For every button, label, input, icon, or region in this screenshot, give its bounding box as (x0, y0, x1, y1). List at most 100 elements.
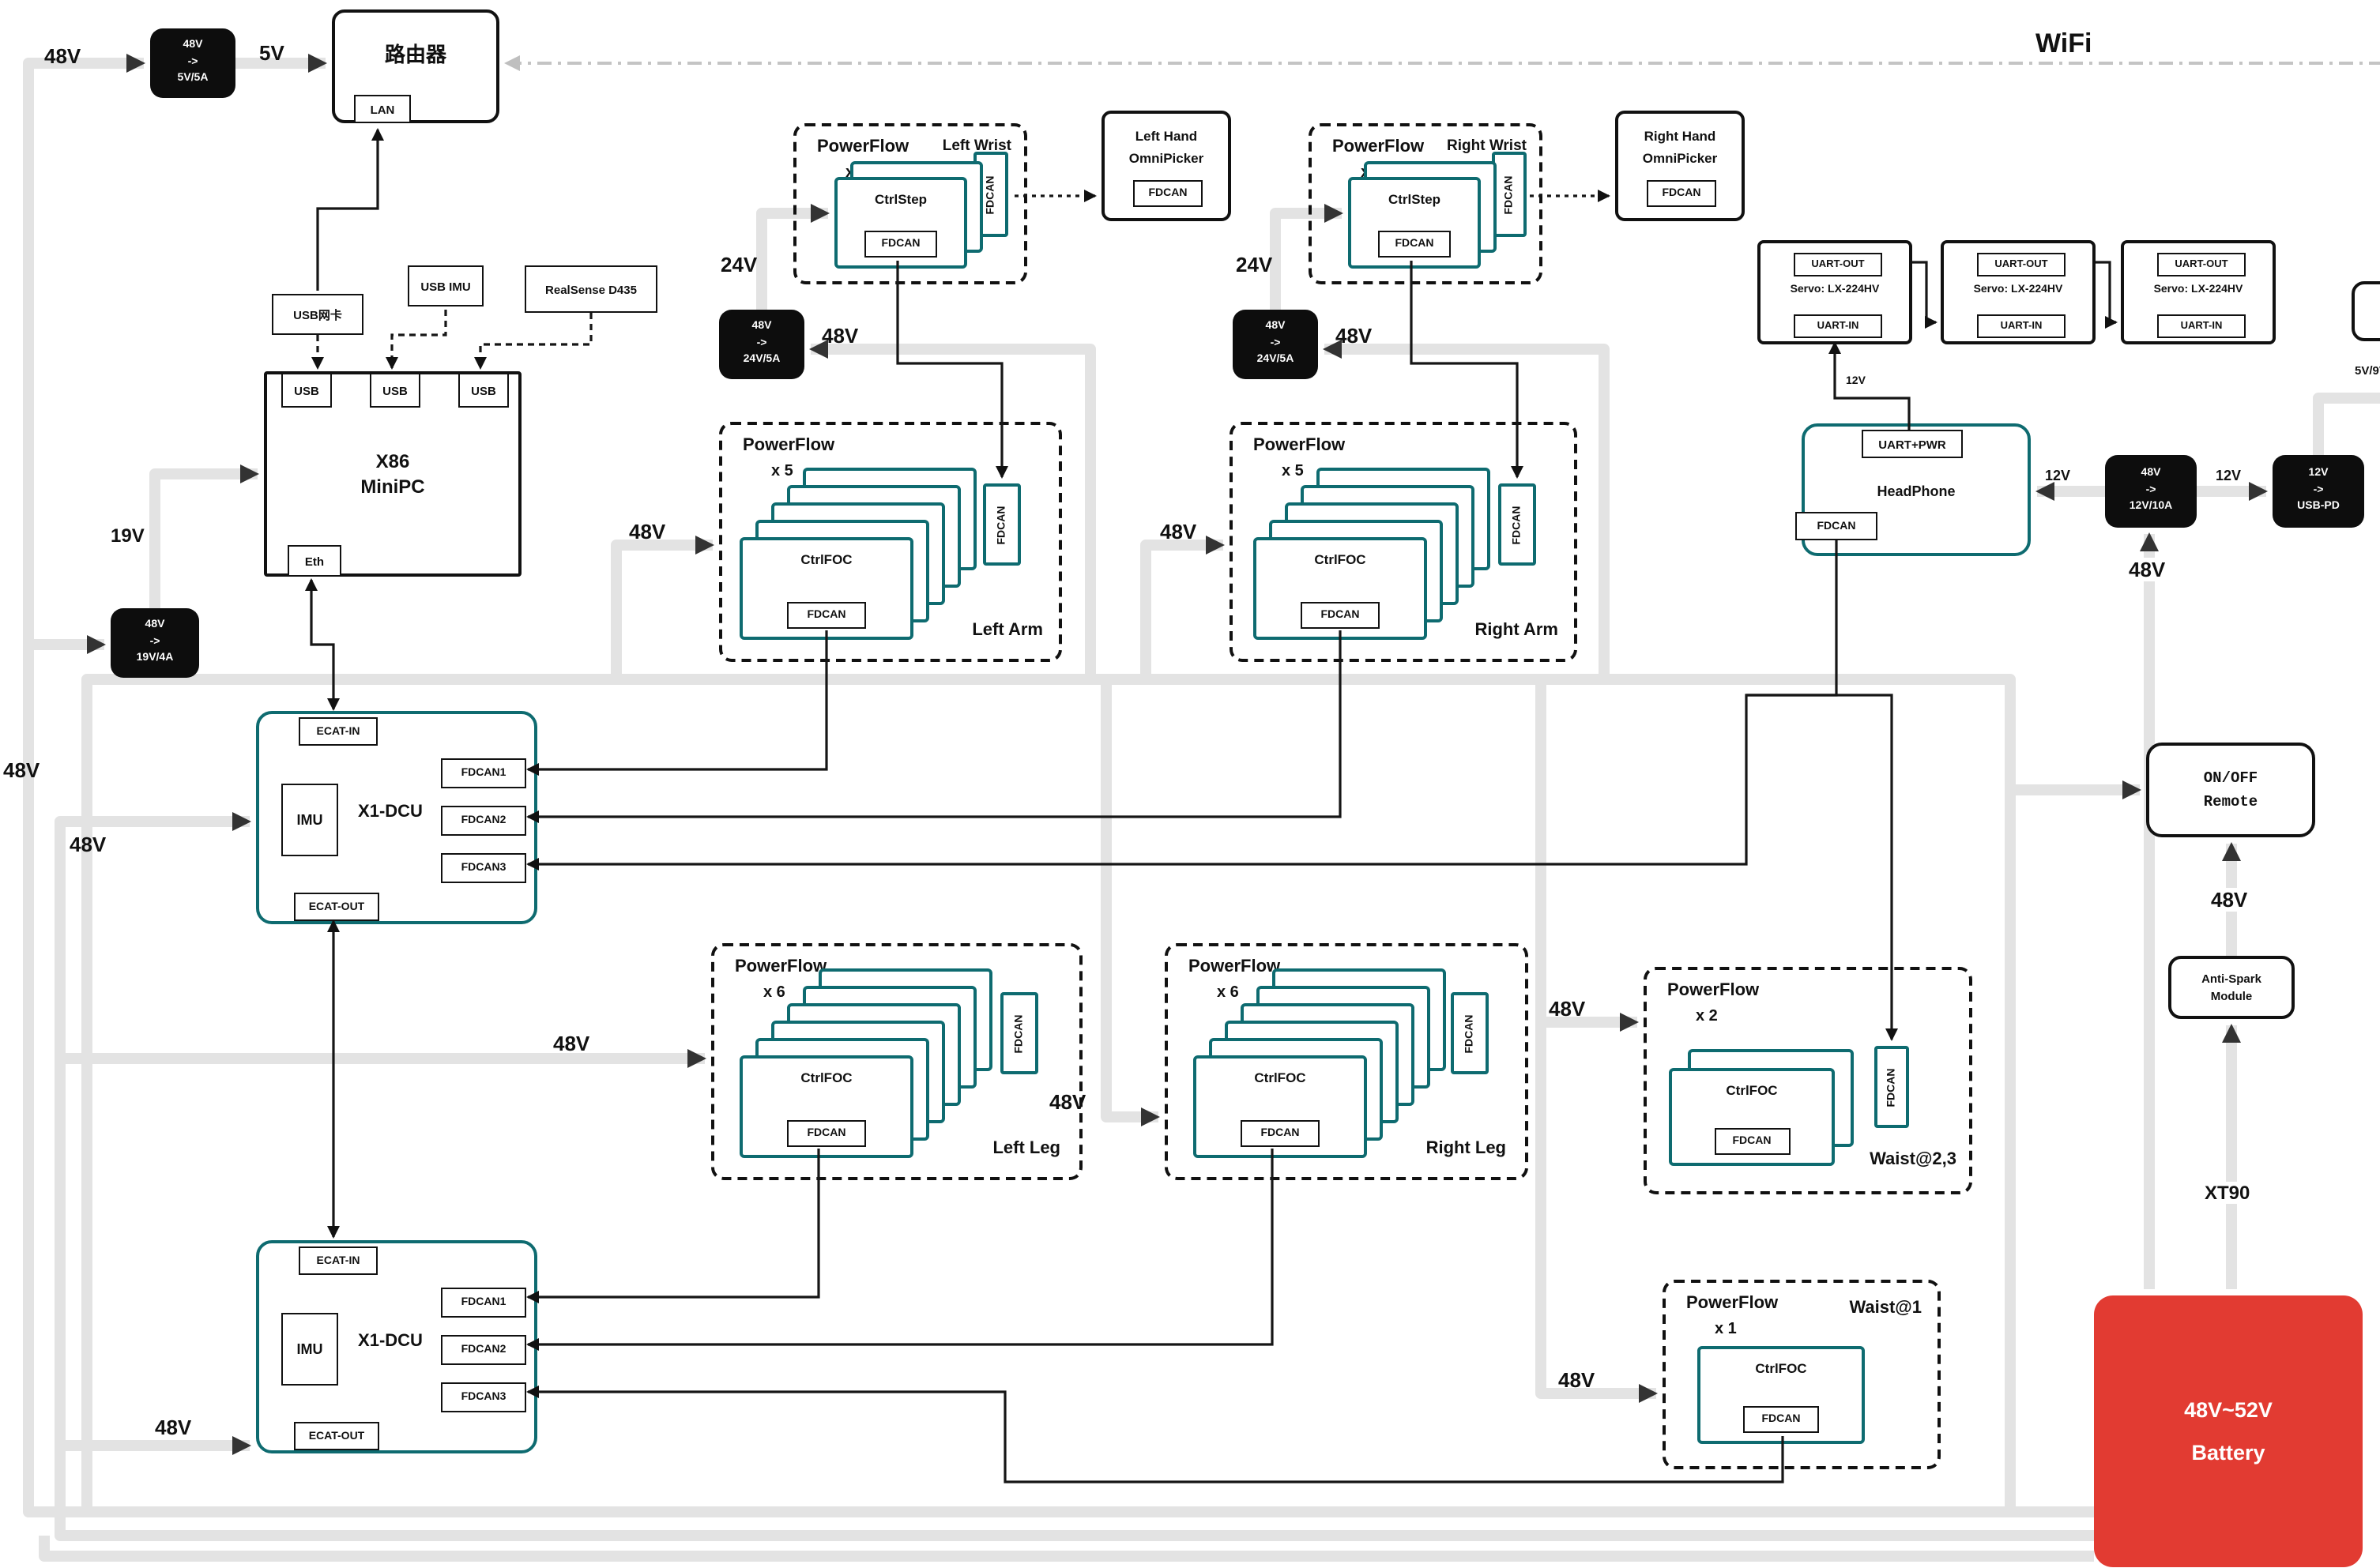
battery-voltage: 48V~52V (2184, 1398, 2273, 1422)
headphone-box: UART+PWR HeadPhone FDCAN (1795, 423, 2031, 556)
uart-out-port: UART-OUT (2157, 253, 2246, 276)
powerflow-count: x 6 (1217, 984, 1239, 1002)
ctrlfoc-card: CtrlFOC FDCAN (1253, 537, 1427, 640)
powerflow-location: Waist@2,3 (1870, 1150, 1956, 1169)
converter-line: 48V (183, 39, 203, 51)
fdcan-port: FDCAN (1743, 1406, 1819, 1433)
label-48v-right-wrist: 48V (1335, 324, 1373, 348)
ecat-out-port: ECAT-OUT (294, 1422, 379, 1450)
servo-name: Servo: LX-224HV (1790, 284, 1880, 295)
label-48v-conv12: 48V (2124, 558, 2171, 581)
fdcan-vertical-box: FDCAN (1492, 152, 1527, 237)
powerflow-title: PowerFlow (1686, 1294, 1779, 1313)
label-48v-waist1: 48V (1558, 1368, 1595, 1392)
line-usbnet-lan (316, 128, 384, 291)
fdcan-port: FDCAN (787, 602, 866, 629)
ctrlfoc-label: CtrlFOC (800, 1070, 853, 1085)
converter-line: 19V/4A (136, 652, 174, 664)
line-servo2-servo3 (2096, 261, 2118, 329)
uart-in-port: UART-IN (2157, 314, 2246, 338)
fdcan-port: FDCAN (1647, 180, 1716, 207)
label-48v-left-leg: 48V (553, 1032, 590, 1055)
converter-line: 48V (1265, 321, 1286, 333)
fdcan-port: FDCAN (1241, 1120, 1320, 1147)
powerflow-title: PowerFlow (1253, 436, 1346, 455)
fdcan-port: FDCAN (787, 1120, 866, 1147)
powerflow-title: PowerFlow (817, 137, 909, 156)
fdcan-port: FDCAN (1795, 512, 1877, 540)
line-servo1-servo2 (1912, 261, 1938, 329)
label-12v-usbpd: 12V (2216, 468, 2242, 483)
right-hand-omnipicker: Right Hand OmniPicker FDCAN (1615, 111, 1745, 221)
fdcan-port: FDCAN (864, 231, 937, 258)
fdcan-label: FDCAN (1014, 1013, 1025, 1053)
anti-spark-module: Anti-Spark Module (2168, 956, 2295, 1019)
ctrlfoc-card: CtrlFOC FDCAN (1193, 1055, 1367, 1158)
converter-line: 24V/5A (1256, 354, 1294, 366)
ctrlfoc-card: CtrlFOC FDCAN (1669, 1068, 1835, 1166)
converter-48v-12v: 48V -> 12V/10A (2105, 455, 2197, 528)
fdcan-label: FDCAN (1512, 505, 1523, 544)
line-waist1-fdcan3 (526, 1386, 1784, 1483)
powerflow-title: PowerFlow (1188, 957, 1281, 976)
label-48v-right-leg: 48V (1049, 1090, 1086, 1114)
ctrlfoc-label: CtrlFOC (1314, 551, 1366, 567)
label-24v-right: 24V (1236, 253, 1273, 276)
fdcan-label: FDCAN (1464, 1013, 1475, 1053)
fdcan-vertical-box: FDCAN (1874, 1046, 1909, 1128)
powerflow-count: x 2 (1696, 1008, 1718, 1025)
bus-48v-bottom-extra (39, 1536, 2094, 1562)
powerflow-count: x 5 (1282, 463, 1304, 480)
battery-box: 48V~52V Battery (2094, 1295, 2363, 1567)
converter-48v-24v-right: 48V -> 24V/5A (1233, 310, 1318, 379)
powerflow-waist1: PowerFlow x 1 Waist@1 (1663, 1280, 1941, 1469)
remote-label-1: ON/OFF (2203, 769, 2258, 787)
fdcan-label: FDCAN (996, 505, 1007, 544)
label-5v: 5V (259, 41, 284, 65)
uart-in-port: UART-IN (1794, 314, 1882, 338)
line-19v-to-minipc (149, 464, 259, 608)
label-wifi: WiFi (2035, 28, 2092, 58)
ctrlfoc-label: CtrlFOC (1254, 1070, 1306, 1085)
minipc-title-1: X86 (375, 450, 410, 472)
servo-name: Servo: LX-224HV (1973, 284, 2063, 295)
remote-label-2: Remote (2203, 793, 2258, 810)
fdcan3-port: FDCAN3 (441, 853, 526, 883)
line-eth-ecat (305, 578, 340, 711)
powerflow-count: x 1 (1715, 1321, 1737, 1338)
fdcan1-port: FDCAN1 (441, 758, 526, 788)
feed-right-arm (1140, 536, 1225, 679)
ctrlstep-card: CtrlStep FDCAN (834, 177, 967, 269)
ecat-in-port: ECAT-IN (299, 717, 378, 746)
label-48v-left-edge: 48V (3, 758, 40, 782)
left-hand-omnipicker: Left Hand OmniPicker FDCAN (1102, 111, 1231, 221)
x1-dcu-lower: ECAT-IN IMU X1-DCU FDCAN1 FDCAN2 FDCAN3 … (256, 1240, 537, 1453)
converter-line: -> (2313, 484, 2324, 496)
ctrlfoc-label: CtrlFOC (800, 551, 853, 567)
label-48v-top: 48V (44, 44, 81, 68)
label-48v-right-arm: 48V (1160, 520, 1197, 543)
hand-title-2: OmniPicker (1128, 150, 1204, 166)
fdcan-vertical-box: FDCAN (1451, 992, 1489, 1074)
converter-line: -> (1270, 337, 1281, 349)
ctrlfoc-card: CtrlFOC FDCAN (1697, 1346, 1865, 1444)
converter-line: 5V/5A (177, 73, 209, 85)
line-usbimu-usb2 (386, 310, 447, 370)
hand-title-1: Right Hand (1644, 128, 1716, 144)
converter-line: 12V/10A (2129, 501, 2173, 513)
powerflow-title: PowerFlow (1332, 137, 1425, 156)
powerflow-count: x 6 (763, 984, 785, 1002)
usb-network-adapter: USB网卡 (272, 294, 363, 335)
usb-imu: USB IMU (408, 265, 484, 306)
converter-line: -> (2145, 484, 2156, 496)
powerflow-location: Right Arm (1474, 621, 1558, 640)
fdcan2-port: FDCAN2 (441, 806, 526, 836)
powerflow-location: Left Arm (972, 621, 1043, 640)
converter-line: 48V (2141, 468, 2161, 479)
servo-box-1: UART-OUT Servo: LX-224HV UART-IN (1757, 240, 1912, 344)
fdcan-port: FDCAN (1378, 231, 1451, 258)
ctrlfoc-label: CtrlFOC (1755, 1360, 1807, 1376)
converter-48v-5v: 48V -> 5V/5A (150, 28, 235, 98)
router-box: 路由器 LAN (332, 9, 499, 123)
